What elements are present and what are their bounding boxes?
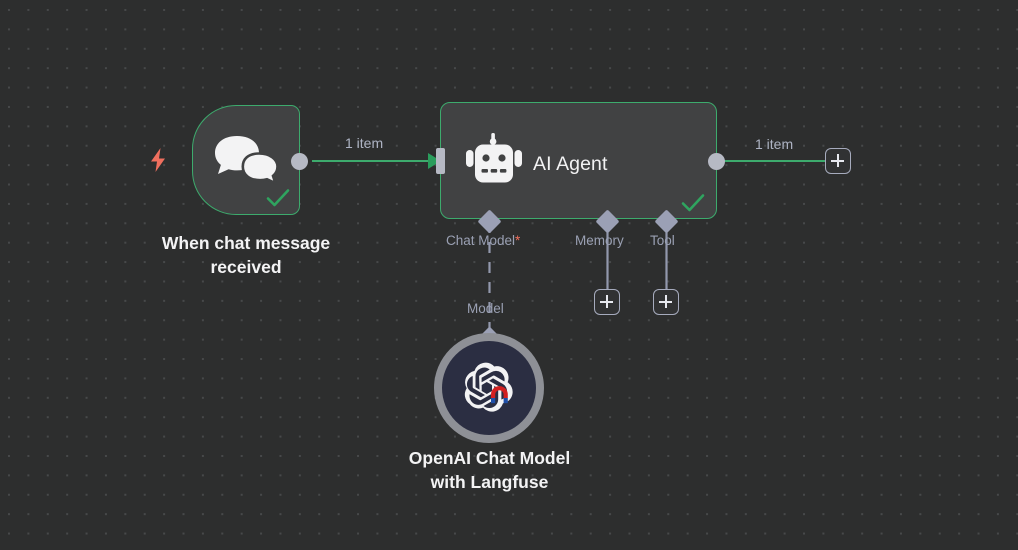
edge-label-trigger-to-agent: 1 item — [345, 135, 384, 151]
openai-logo-icon — [464, 362, 513, 412]
edge-label-agent-output: 1 item — [755, 136, 794, 152]
status-success-check-icon-agent — [681, 194, 705, 212]
lightning-bolt-icon — [146, 146, 170, 174]
openai-node-body — [442, 341, 536, 435]
node-caption-openai-chat-model: OpenAI Chat Model with Langfuse — [408, 448, 571, 492]
chat-model-label-text: Chat Model — [446, 233, 516, 248]
node-caption-trigger: When chat message received — [161, 233, 331, 277]
agent-input-port[interactable] — [436, 148, 445, 174]
node-when-chat-message-received[interactable] — [192, 105, 308, 215]
trigger-output-port[interactable] — [290, 153, 308, 170]
node-title-ai-agent: AI Agent — [533, 153, 608, 175]
status-success-check-icon — [266, 189, 290, 207]
node-ai-agent[interactable]: AI Agent — [436, 102, 725, 219]
agent-port-label-memory: Memory — [575, 233, 624, 248]
add-node-after-agent-button[interactable] — [825, 148, 851, 174]
edge-label-model: Model — [467, 301, 504, 316]
node-openai-chat-model[interactable] — [434, 333, 544, 443]
add-memory-node-button[interactable] — [594, 289, 620, 315]
robot-icon — [466, 133, 522, 183]
agent-output-port[interactable] — [707, 153, 725, 170]
chat-bubbles-icon — [215, 136, 279, 186]
chat-model-required-marker: * — [515, 233, 521, 248]
agent-port-label-chat-model: Chat Model* — [446, 233, 520, 248]
add-tool-node-button[interactable] — [653, 289, 679, 315]
agent-port-label-tool: Tool — [650, 233, 675, 248]
